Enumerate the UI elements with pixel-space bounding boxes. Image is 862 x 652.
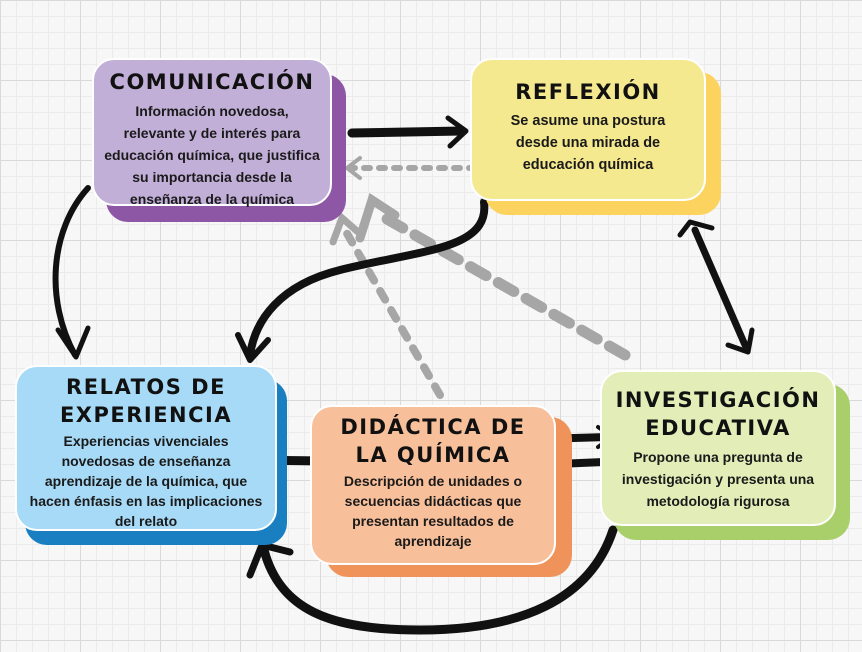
node-face: COMUNICACIÓN Información novedosa, relev… bbox=[92, 58, 332, 207]
node-face: DIDÁCTICA DE LA QUÍMICA Descripción de u… bbox=[310, 405, 556, 565]
dashed-arrow-didactica-to-comunicacion bbox=[341, 226, 444, 399]
node-description: Descripción de unidades o secuencias did… bbox=[343, 473, 523, 549]
node-title: INVESTIGACIÓN EDUCATIVA bbox=[615, 388, 821, 440]
dashed-arrow-investigacion-to-comunicacion bbox=[374, 209, 631, 361]
arrow-reflexion-to-relatos bbox=[246, 198, 489, 359]
arrowhead bbox=[235, 332, 271, 363]
node-face: INVESTIGACIÓN EDUCATIVA Propone una preg… bbox=[600, 370, 836, 526]
dashed-arrowhead bbox=[343, 156, 362, 180]
node-title: COMUNICACIÓN bbox=[109, 70, 315, 94]
arrowhead bbox=[445, 115, 469, 149]
arrow-reflexion-investigacion bbox=[691, 226, 749, 349]
arrow-comunicacion-to-relatos bbox=[52, 185, 91, 358]
arrow-comunicacion-to-reflexion bbox=[347, 126, 467, 138]
dashed-arrowhead bbox=[329, 212, 362, 246]
arrowhead bbox=[246, 541, 294, 579]
node-face: RELATOS DE EXPERIENCIA Experiencias vive… bbox=[15, 365, 277, 531]
dashed-arrowhead bbox=[355, 192, 400, 243]
node-title: REFLEXIÓN bbox=[515, 80, 661, 104]
node-title: RELATOS DE EXPERIENCIA bbox=[59, 375, 233, 427]
arrowhead bbox=[55, 325, 91, 360]
node-description: Se asume una postura desde una mirada de… bbox=[510, 113, 666, 173]
node-description: Experiencias vivenciales novedosas de en… bbox=[29, 433, 263, 529]
arrowhead bbox=[677, 219, 715, 238]
node-description: Propone una pregunta de investigación y … bbox=[621, 449, 815, 509]
node-face: REFLEXIÓN Se asume una postura desde una… bbox=[470, 58, 706, 201]
arrowhead bbox=[725, 327, 755, 355]
node-title: DIDÁCTICA DE LA QUÍMICA bbox=[340, 415, 526, 467]
node-description: Información novedosa, relevante y de int… bbox=[104, 103, 320, 207]
